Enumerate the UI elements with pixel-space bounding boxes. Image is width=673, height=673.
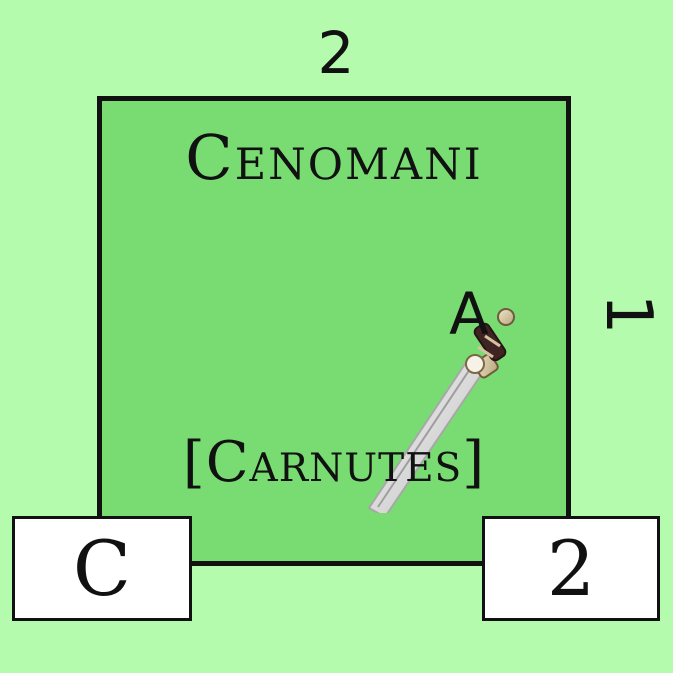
unit-type: A bbox=[449, 280, 489, 348]
secondary-tribe-name: [Carnutes] bbox=[182, 430, 486, 495]
top-value: 2 bbox=[317, 19, 355, 87]
right-value: 1 bbox=[591, 293, 665, 335]
sword-icon bbox=[367, 308, 515, 513]
left-stat-value: C bbox=[72, 524, 132, 613]
right-stat-box: 2 bbox=[482, 516, 660, 621]
tribe-name: Cenomani bbox=[185, 121, 483, 194]
unit-counter[interactable]: Cenomani A [Carnutes] bbox=[97, 96, 571, 566]
right-stat-value: 2 bbox=[546, 524, 596, 613]
left-stat-box: C bbox=[12, 516, 192, 621]
